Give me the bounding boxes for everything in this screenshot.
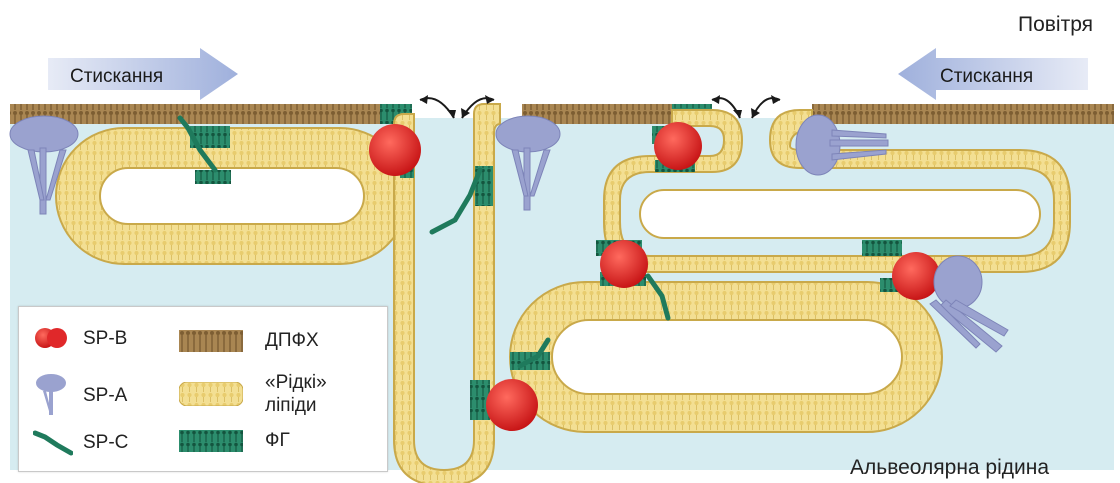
legend-label-sp-b: SP-B — [83, 327, 127, 350]
pg-swatch — [179, 430, 243, 452]
legend-label-pg: ФГ — [265, 429, 290, 452]
compression-arrow-left: Стискання — [48, 48, 238, 100]
sp-b-swatch — [33, 323, 69, 353]
legend-label-sp-a: SP-A — [83, 384, 127, 407]
legend-item-pg: ФГ — [179, 429, 290, 452]
legend-label-fluid-lipids-1: «Рідкі» — [265, 371, 327, 394]
alveolar-fluid-label: Альвеолярна рідина — [850, 456, 1049, 480]
legend-label-sp-c: SP-C — [83, 431, 128, 454]
lipid-vesicle-lower-right — [510, 282, 942, 432]
legend-item-sp-c: SP-C — [33, 427, 128, 457]
legend-label-dppc: ДПФХ — [265, 329, 319, 352]
surface-monolayer — [10, 104, 1114, 124]
compression-arrow-right: Стискання — [898, 48, 1088, 100]
legend: SP-B SP-A SP-C ДПФХ «Рідкі» ліпіди — [18, 306, 388, 472]
fluid-lipids-swatch — [179, 382, 243, 406]
legend-label-fluid-lipids-2: ліпіди — [265, 394, 327, 417]
compression-label-right: Стискання — [940, 66, 1033, 87]
legend-item-sp-b: SP-B — [33, 323, 127, 353]
compression-label-left: Стискання — [70, 66, 163, 87]
dppc-swatch — [179, 330, 243, 352]
lipid-vesicle-left — [56, 128, 408, 264]
legend-item-sp-a: SP-A — [33, 373, 127, 417]
legend-item-fluid-lipids: «Рідкі» ліпіди — [179, 371, 327, 417]
sp-a-swatch — [33, 373, 69, 417]
air-label: Повітря — [1018, 13, 1093, 37]
sp-c-swatch — [33, 427, 73, 457]
legend-item-dppc: ДПФХ — [179, 329, 319, 352]
